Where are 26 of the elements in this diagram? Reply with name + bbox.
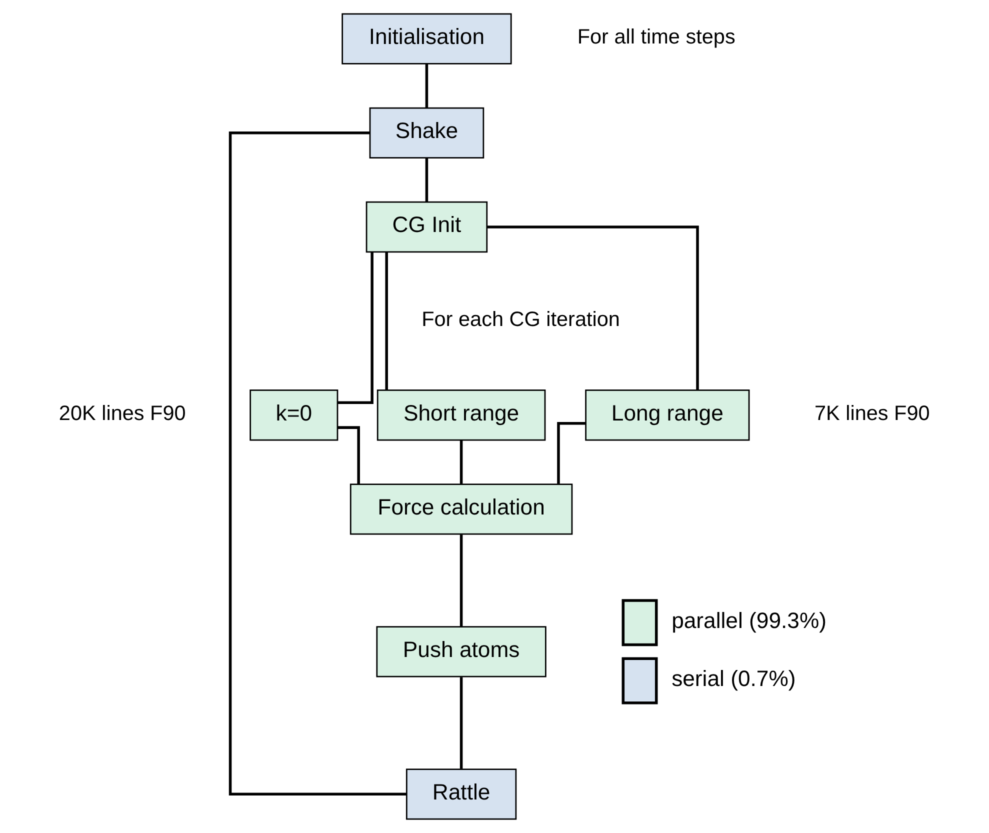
connector bbox=[425, 64, 428, 108]
legend-label: parallel (99.3%) bbox=[672, 608, 827, 633]
node-box: Force calculation bbox=[350, 484, 573, 535]
connector bbox=[460, 677, 463, 769]
connector bbox=[487, 226, 699, 390]
node-box: Rattle bbox=[406, 768, 517, 820]
label: 7K lines F90 bbox=[814, 402, 930, 425]
label: For all time steps bbox=[577, 26, 736, 49]
legend-label: serial (0.7%) bbox=[672, 666, 796, 691]
label: For each CG iteration bbox=[422, 308, 620, 331]
node-box: Initialisation bbox=[342, 13, 512, 64]
node-box: Long range bbox=[585, 390, 750, 441]
node-box: k=0 bbox=[250, 390, 338, 441]
node-box: Shake bbox=[369, 107, 484, 158]
connector bbox=[338, 252, 374, 404]
connector bbox=[228, 132, 407, 796]
node-box: Push atoms bbox=[376, 626, 546, 678]
connector bbox=[385, 252, 388, 390]
node-box: Short range bbox=[376, 390, 546, 441]
connector bbox=[425, 158, 428, 202]
node-box: CG Init bbox=[366, 201, 488, 253]
connector bbox=[557, 422, 586, 484]
connector bbox=[338, 426, 360, 484]
connector bbox=[460, 534, 463, 626]
connector bbox=[460, 440, 463, 484]
label: 20K lines F90 bbox=[58, 402, 186, 425]
